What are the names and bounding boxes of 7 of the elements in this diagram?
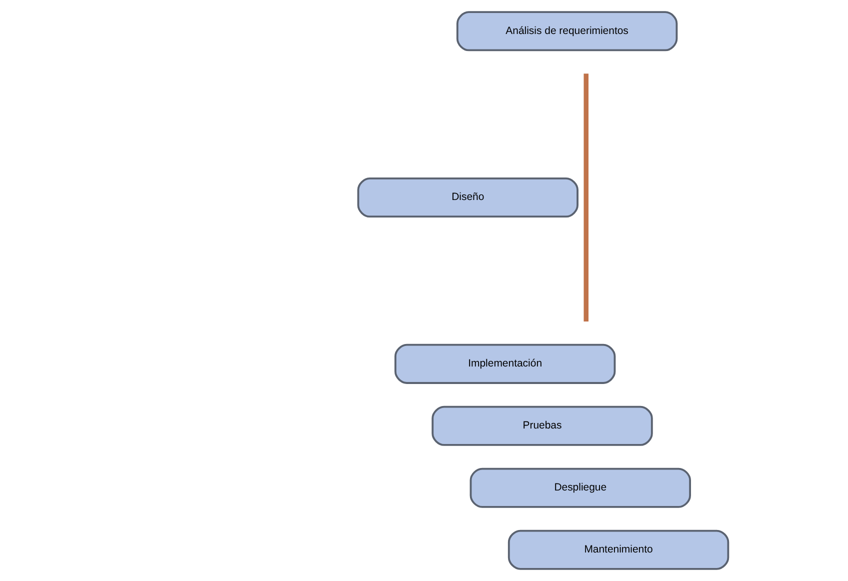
node-box: Pruebas xyxy=(431,406,652,446)
node-box: Análisis de requerimientos xyxy=(456,11,678,52)
node-box: Mantenimiento xyxy=(507,530,729,570)
node-box: Implementación xyxy=(394,344,616,384)
node-bar xyxy=(583,74,588,322)
node-box: Diseño xyxy=(356,178,578,218)
node-box: Despliegue xyxy=(469,468,690,508)
